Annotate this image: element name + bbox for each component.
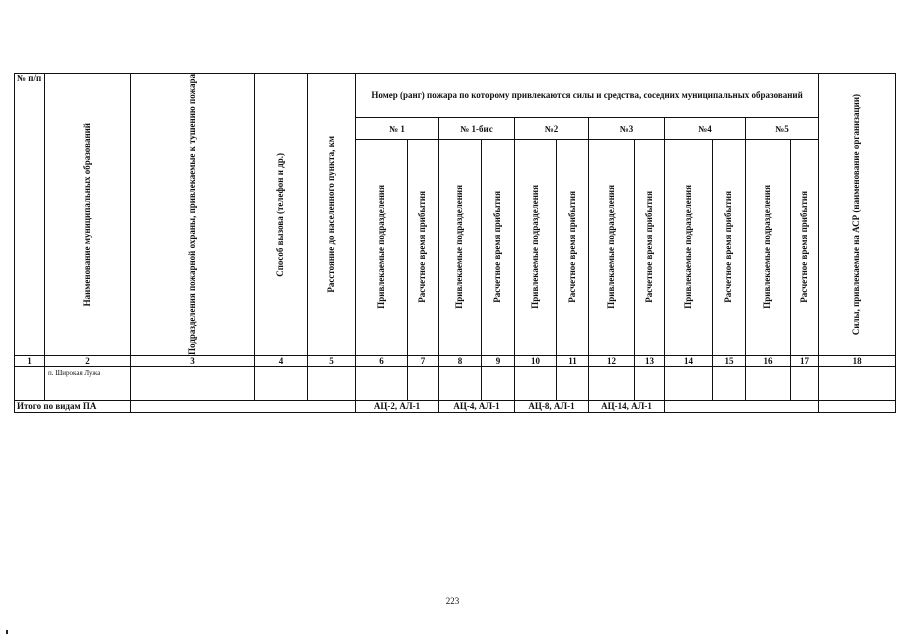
rank-3: №3 bbox=[588, 117, 665, 141]
total-rank-3: АЦ-14, АЛ-1 bbox=[588, 399, 665, 413]
sub-time-4: Расчетное время прибытия bbox=[712, 139, 746, 356]
total-rank-1: АЦ-2, АЛ-1 bbox=[355, 399, 439, 413]
sub-units-4: Привлекаемые подразделения bbox=[664, 139, 713, 356]
column-number: 9 bbox=[481, 354, 515, 367]
rank-1: № 1 bbox=[355, 117, 439, 141]
totals-label: Итого по видам ПА bbox=[14, 399, 131, 413]
sub-time-5: Расчетное время прибытия bbox=[789, 139, 820, 356]
column-number: 17 bbox=[789, 354, 820, 367]
row-settlement-name: п. Широкая Лужа bbox=[44, 365, 131, 401]
rank-4: №4 bbox=[664, 117, 746, 141]
table-cell bbox=[634, 365, 665, 401]
column-number: 12 bbox=[588, 354, 635, 367]
column-number: 3 bbox=[130, 354, 255, 367]
sub-time-1: Расчетное время прибытия bbox=[407, 139, 439, 356]
header-call-method: Способ вызова (телефон и др.) bbox=[254, 73, 308, 356]
header-rank-group: Номер (ранг) пожара по которому привлека… bbox=[354, 72, 820, 119]
total-rank-2: АЦ-8, АЛ-1 bbox=[514, 399, 589, 413]
column-number: 5 bbox=[307, 354, 356, 367]
table-cell bbox=[818, 365, 897, 401]
table-cell bbox=[355, 365, 408, 401]
table-cell bbox=[712, 365, 746, 401]
table-cell bbox=[514, 365, 557, 401]
column-number: 11 bbox=[556, 354, 589, 367]
column-number: 1 bbox=[14, 354, 45, 367]
sub-units-1-bis: Привлекаемые подразделения bbox=[438, 139, 482, 356]
table-cell bbox=[556, 365, 589, 401]
sub-units-1: Привлекаемые подразделения bbox=[355, 139, 408, 356]
sub-time-2: Расчетное время прибытия bbox=[556, 139, 589, 356]
rank-1-bis: № 1-бис bbox=[438, 117, 515, 141]
column-number: 6 bbox=[355, 354, 408, 367]
sub-time-3: Расчетное время прибытия bbox=[634, 139, 665, 356]
table-cell bbox=[130, 399, 356, 413]
table-cell bbox=[663, 399, 820, 413]
table-cell bbox=[664, 365, 713, 401]
header-units: Подразделения пожарной охраны, привлекае… bbox=[130, 73, 255, 356]
table-cell bbox=[438, 365, 482, 401]
column-number: 7 bbox=[407, 354, 439, 367]
rank-5: №5 bbox=[744, 117, 820, 141]
column-number: 18 bbox=[818, 354, 897, 367]
table-cell bbox=[307, 365, 356, 401]
column-number: 16 bbox=[745, 354, 791, 367]
sub-time-1-bis: Расчетное время прибытия bbox=[481, 139, 515, 356]
sub-units-3: Привлекаемые подразделения bbox=[588, 139, 635, 356]
totals-row: Итого по видам ПА АЦ-2, АЛ-1 АЦ-4, АЛ-1 … bbox=[14, 399, 897, 413]
column-number: 4 bbox=[254, 354, 308, 367]
header-municipal: Наименование муниципальных образований bbox=[44, 73, 131, 356]
table-row: п. Широкая Лужа bbox=[14, 365, 897, 401]
header-distance: Расстояние до населенного пункта, км bbox=[307, 73, 356, 356]
header-asr: Силы, привлекаемые на АСР (наименование … bbox=[818, 73, 897, 356]
sub-units-2: Привлекаемые подразделения bbox=[514, 139, 557, 356]
rank-2: №2 bbox=[514, 117, 589, 141]
table-cell bbox=[130, 365, 255, 401]
header-npp: № п/п bbox=[14, 73, 45, 356]
table-cell bbox=[818, 399, 897, 413]
fire-forces-table: № п/п Наименование муниципальных образов… bbox=[14, 72, 897, 413]
column-number: 13 bbox=[634, 354, 665, 367]
column-number: 2 bbox=[44, 354, 131, 367]
table-cell bbox=[481, 365, 515, 401]
scan-mark bbox=[6, 630, 8, 634]
sub-units-5: Привлекаемые подразделения bbox=[745, 139, 791, 356]
column-number: 15 bbox=[712, 354, 746, 367]
table-cell bbox=[14, 365, 45, 401]
table-cell bbox=[407, 365, 439, 401]
column-number: 8 bbox=[438, 354, 482, 367]
page-number: 223 bbox=[445, 596, 460, 606]
total-rank-1-bis: АЦ-4, АЛ-1 bbox=[438, 399, 515, 413]
table-cell bbox=[254, 365, 308, 401]
table-cell bbox=[588, 365, 635, 401]
column-number: 10 bbox=[514, 354, 557, 367]
table-cell bbox=[789, 365, 820, 401]
table-cell bbox=[745, 365, 791, 401]
column-number: 14 bbox=[664, 354, 713, 367]
